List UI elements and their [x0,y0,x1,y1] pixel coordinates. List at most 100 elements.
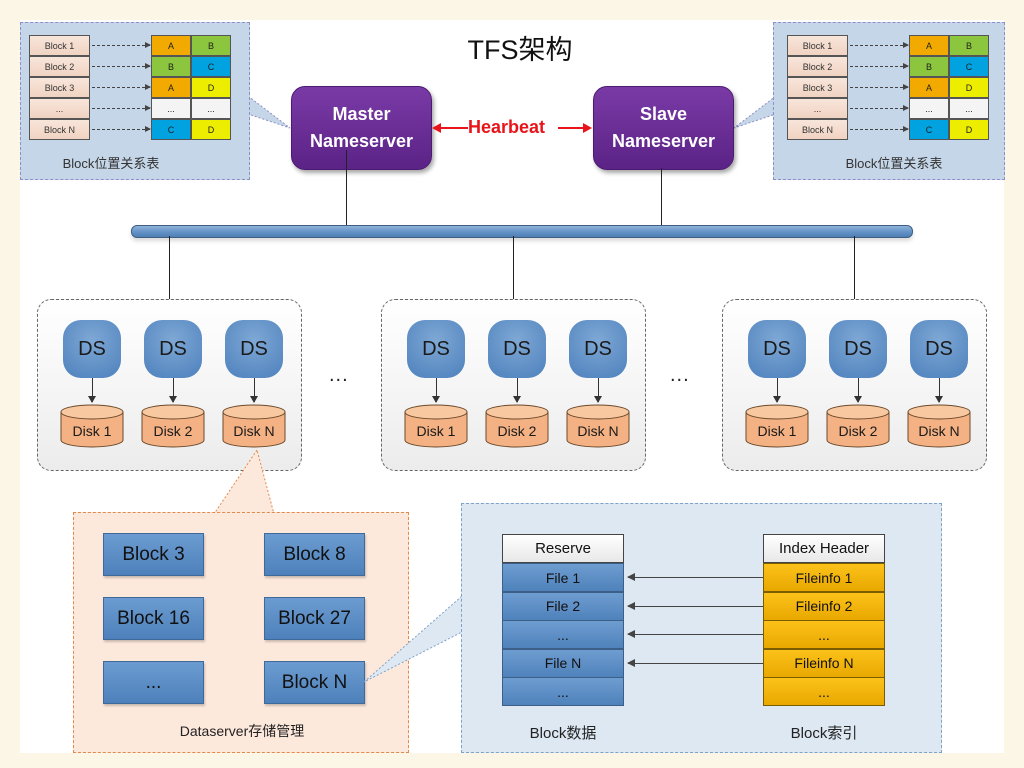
disk-label: Disk N [918,423,960,439]
dataserver-node[interactable]: DS [748,320,806,378]
replica-cell: A [151,35,191,56]
disk-label: Disk 2 [497,423,537,439]
disk-icon[interactable]: Disk 1 [404,404,468,448]
fileinfo-row: Fileinfo N [763,648,885,678]
block-row-label: Block N [29,119,90,140]
dataserver-node[interactable]: DS [407,320,465,378]
dataserver-caption: Dataserver存储管理 [179,723,305,739]
dataserver-group: DS Disk 1 DS Disk 2 DS Disk N [37,299,302,471]
disk-icon[interactable]: Disk 1 [60,404,124,448]
network-bus [131,225,913,238]
callout-pointer-left [248,95,291,129]
replica-cell: ... [151,98,191,119]
replica-cell: D [191,119,231,140]
dataserver-node[interactable]: DS [225,320,283,378]
reserve-header: Reserve [502,534,624,563]
block-item[interactable]: ... [103,661,204,704]
block-item[interactable]: Block N [264,661,365,704]
replica-cell: D [949,77,989,98]
disk-label: Disk 1 [757,423,797,439]
block-row-label: Block N [787,119,848,140]
file-row: ... [502,677,624,706]
replica-cell: B [151,56,191,77]
replica-cell: C [909,119,949,140]
bus-link-group-3 [854,236,855,299]
master-label-line1: Master [332,104,391,124]
replica-cell: ... [909,98,949,119]
disk-icon[interactable]: Disk 2 [141,404,205,448]
dataserver-group: DS Disk 1 DS Disk 2 DS Disk N [381,299,646,471]
master-nameserver[interactable]: Master Nameserver [291,86,432,170]
replica-cell: D [191,77,231,98]
replica-cell: B [949,35,989,56]
fileinfo-row: ... [763,677,885,706]
arrow-down-icon [88,378,96,403]
block-data-caption: Block数据 [529,725,597,742]
disk-label: Disk 1 [416,423,456,439]
replica-cell: A [909,35,949,56]
bus-link-group-1 [169,236,170,299]
arrow-down-icon [432,378,440,403]
block-row-label: Block 1 [787,35,848,56]
disk-icon[interactable]: Disk N [566,404,630,448]
replica-cell: C [949,56,989,77]
disk-label: Disk N [233,423,275,439]
replica-cell: D [949,119,989,140]
disk-icon[interactable]: Disk 1 [745,404,809,448]
replica-cell: ... [949,98,989,119]
disk-icon[interactable]: Disk N [222,404,286,448]
replica-cell: B [191,35,231,56]
block-table-caption: Block位置关系表 [845,156,943,171]
disk-label: Disk 2 [153,423,193,439]
index-header: Index Header [763,534,885,563]
index-pointer-arrow [627,630,763,638]
dataserver-node[interactable]: DS [569,320,627,378]
mapping-arrow [92,63,151,69]
master-bus-link [346,150,347,225]
heartbeat-connector [432,123,592,133]
block-row-label: Block 3 [29,77,90,98]
heartbeat-label: Hearbeat [468,117,546,137]
disk-icon[interactable]: Disk 2 [485,404,549,448]
fileinfo-row: Fileinfo 2 [763,591,885,621]
replica-cell: C [191,56,231,77]
dataserver-node[interactable]: DS [63,320,121,378]
group-ellipsis: ... [670,364,690,386]
disk-label: Disk N [577,423,619,439]
arrow-right-icon [583,123,592,133]
dataserver-group: DS Disk 1 DS Disk 2 DS Disk N [722,299,987,471]
slave-nameserver[interactable]: Slave Nameserver [593,86,734,170]
block-table-caption: Block位置关系表 [62,156,160,171]
dataserver-node[interactable]: DS [144,320,202,378]
arrow-down-icon [935,378,943,403]
bus-link-group-2 [513,236,514,299]
file-row: ... [502,620,624,649]
dataserver-node[interactable]: DS [829,320,887,378]
block-row-label: Block 3 [787,77,848,98]
slave-label-line2: Nameserver [611,131,716,151]
callout-pointer-dataserver [213,448,275,514]
block-row-label: ... [29,98,90,119]
block-item[interactable]: Block 3 [103,533,204,576]
master-label-line2: Nameserver [309,131,414,151]
block-item[interactable]: Block 16 [103,597,204,640]
dataserver-node[interactable]: DS [910,320,968,378]
file-row: File 2 [502,591,624,621]
mapping-arrow [92,105,151,111]
diagram-title: TFS架构 [467,35,573,65]
block-row-label: ... [787,98,848,119]
replica-cell: ... [191,98,231,119]
disk-icon[interactable]: Disk N [907,404,971,448]
block-item[interactable]: Block 8 [264,533,365,576]
mapping-arrow [92,42,151,48]
block-item[interactable]: Block 27 [264,597,365,640]
replica-cell: A [909,77,949,98]
block-row-label: Block 2 [787,56,848,77]
mapping-arrow [850,84,909,90]
disk-icon[interactable]: Disk 2 [826,404,890,448]
mapping-arrow [850,63,909,69]
block-index-caption: Block索引 [790,725,858,742]
dataserver-node[interactable]: DS [488,320,546,378]
arrow-down-icon [773,378,781,403]
